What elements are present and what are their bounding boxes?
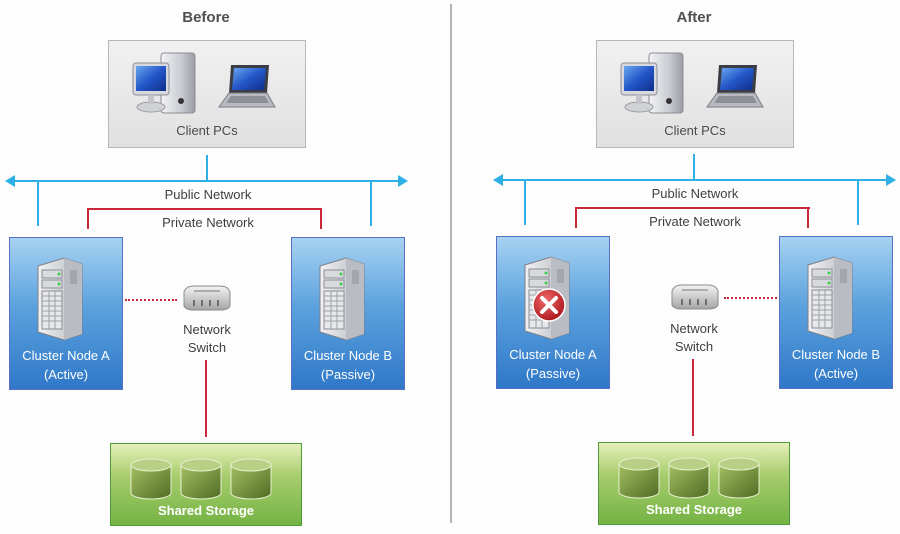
after-panel: After Client PCs Public Network Private … bbox=[488, 0, 900, 534]
cluster-node-a: Cluster Node A (Passive) bbox=[496, 236, 610, 389]
panel-divider bbox=[450, 4, 452, 523]
arrow-right-icon bbox=[886, 174, 896, 186]
node-b-label: Cluster Node B (Passive) bbox=[292, 346, 404, 384]
error-x-icon bbox=[532, 288, 566, 322]
node-b-private-link bbox=[807, 207, 809, 228]
public-network-label: Public Network bbox=[651, 186, 739, 201]
switch-label-line2: Switch bbox=[187, 340, 227, 355]
disk-cylinder-icon bbox=[618, 457, 660, 499]
node-a-private-link bbox=[87, 208, 89, 229]
disk-cylinder-icons bbox=[618, 457, 760, 499]
node-a-status: (Passive) bbox=[525, 366, 581, 381]
switch-label: Network Switch bbox=[167, 321, 247, 357]
arrow-left-icon bbox=[5, 175, 15, 187]
private-network-line bbox=[575, 207, 810, 209]
private-network-label: Private Network bbox=[162, 215, 254, 230]
cluster-node-b: Cluster Node B (Passive) bbox=[291, 237, 405, 390]
client-pcs-label: Client PCs bbox=[664, 123, 726, 138]
disk-cylinder-icon bbox=[718, 457, 760, 499]
private-network-label: Private Network bbox=[649, 214, 741, 229]
public-network-line bbox=[12, 180, 400, 182]
shared-storage: Shared Storage bbox=[110, 443, 302, 526]
switch-to-node-b-link bbox=[724, 297, 777, 299]
public-network-label: Public Network bbox=[164, 187, 252, 202]
network-switch-icon bbox=[671, 284, 719, 310]
node-b-public-link bbox=[370, 181, 372, 226]
switch-label-line1: Network bbox=[670, 321, 718, 336]
client-pcs-label: Client PCs bbox=[176, 123, 238, 138]
node-b-status: (Active) bbox=[813, 366, 859, 381]
node-b-status: (Passive) bbox=[320, 367, 376, 382]
disk-cylinder-icon bbox=[668, 457, 710, 499]
switch-to-storage-link bbox=[692, 359, 694, 436]
server-icon bbox=[807, 256, 853, 340]
node-a-name: Cluster Node A bbox=[509, 347, 597, 362]
disk-cylinder-icon bbox=[180, 458, 222, 500]
laptop-icon bbox=[706, 65, 764, 108]
switch-label-line2: Switch bbox=[674, 339, 714, 354]
node-a-public-link bbox=[37, 181, 39, 226]
node-b-name: Cluster Node B bbox=[303, 348, 393, 363]
node-b-private-link bbox=[320, 208, 322, 229]
node-b-public-link bbox=[857, 180, 859, 225]
laptop-icon bbox=[218, 65, 276, 108]
arrow-left-icon bbox=[493, 174, 503, 186]
private-network-line bbox=[87, 208, 322, 210]
server-icon bbox=[319, 257, 365, 341]
desktop-pc-icon bbox=[132, 52, 196, 114]
switch-to-node-a-link bbox=[125, 299, 177, 301]
node-a-private-link bbox=[575, 207, 577, 228]
cluster-node-a: Cluster Node A (Active) bbox=[9, 237, 123, 390]
panel-title: After bbox=[676, 9, 712, 26]
switch-label: Network Switch bbox=[654, 320, 734, 356]
node-b-name: Cluster Node B bbox=[791, 347, 881, 362]
client-pcs-box: Client PCs bbox=[108, 40, 306, 148]
public-network-line bbox=[500, 179, 888, 181]
arrow-right-icon bbox=[398, 175, 408, 187]
node-a-label: Cluster Node A (Active) bbox=[10, 346, 122, 384]
shared-storage: Shared Storage bbox=[598, 442, 790, 525]
node-a-status: (Active) bbox=[43, 367, 89, 382]
node-b-label: Cluster Node B (Active) bbox=[780, 345, 892, 383]
cluster-node-b: Cluster Node B (Active) bbox=[779, 236, 893, 389]
switch-label-line1: Network bbox=[183, 322, 231, 337]
node-a-public-link bbox=[524, 180, 526, 225]
shared-storage-label: Shared Storage bbox=[645, 502, 743, 517]
before-panel: Before Client PCs Public Network Private… bbox=[5, 9, 408, 526]
client-pcs-box: Client PCs bbox=[596, 40, 794, 148]
network-switch-icon bbox=[183, 285, 231, 311]
node-a-label: Cluster Node A (Passive) bbox=[497, 345, 609, 383]
switch-to-storage-link bbox=[205, 360, 207, 437]
server-icon bbox=[37, 257, 83, 341]
disk-cylinder-icon bbox=[130, 458, 172, 500]
node-a-name: Cluster Node A bbox=[22, 348, 110, 363]
desktop-pc-icon bbox=[620, 52, 684, 114]
client-uplink-line bbox=[693, 154, 695, 181]
disk-cylinder-icons bbox=[130, 458, 272, 500]
client-uplink-line bbox=[206, 155, 208, 182]
shared-storage-label: Shared Storage bbox=[157, 503, 255, 518]
disk-cylinder-icon bbox=[230, 458, 272, 500]
panel-title: Before bbox=[182, 9, 230, 26]
